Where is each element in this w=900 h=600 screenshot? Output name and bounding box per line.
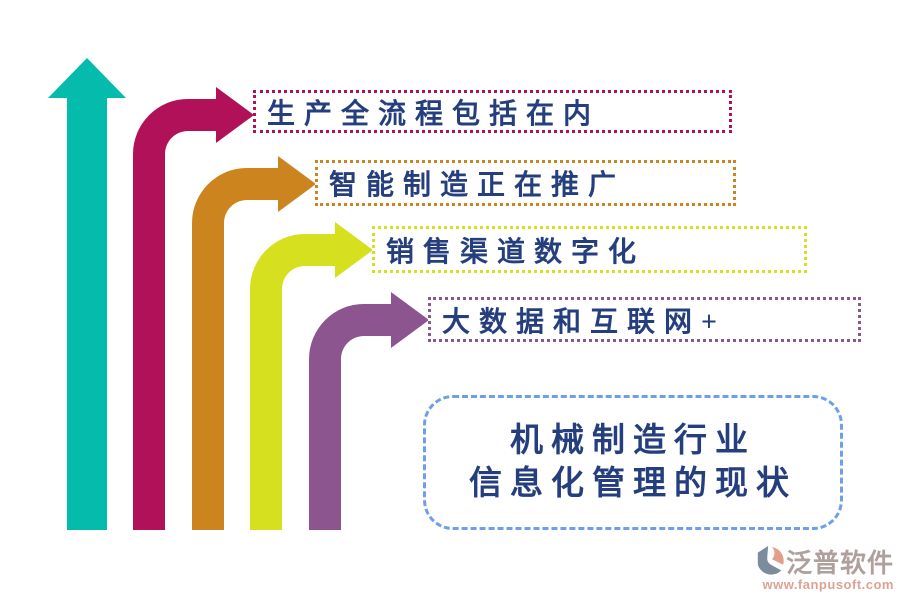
elbow-arrow-sales-digital — [250, 222, 373, 530]
watermark: 泛普软件 www.fanpusoft.com — [755, 545, 894, 592]
label-text-bigdata: 大数据和互联网+ — [442, 306, 726, 338]
watermark-brand: 泛普软件 — [785, 548, 894, 578]
label-box-bigdata: 大数据和互联网+ — [428, 297, 861, 342]
elbow-arrow-production — [133, 87, 254, 530]
headline-line1: 机械制造行业 — [510, 423, 756, 460]
growth-up-arrow — [48, 58, 126, 530]
headline-box: 机械制造行业 信息化管理的现状 — [423, 395, 843, 530]
label-text-smart-manufacturing: 智能制造正在推广 — [329, 170, 626, 201]
elbow-arrow-bigdata — [309, 292, 429, 530]
label-text-sales-digital: 销售渠道数字化 — [386, 236, 646, 268]
elbow-arrow-smart-manufacturing — [192, 156, 316, 530]
watermark-url: www.fanpusoft.com — [762, 576, 894, 592]
headline-line2: 信息化管理的现状 — [469, 465, 797, 502]
watermark-top-row: 泛普软件 — [755, 545, 894, 577]
label-text-production: 生产全流程包括在内 — [267, 98, 601, 130]
label-box-production: 生产全流程包括在内 — [253, 90, 732, 133]
label-box-sales-digital: 销售渠道数字化 — [372, 226, 807, 273]
label-box-smart-manufacturing: 智能制造正在推广 — [315, 160, 736, 206]
fanpu-logo-icon — [757, 545, 784, 575]
